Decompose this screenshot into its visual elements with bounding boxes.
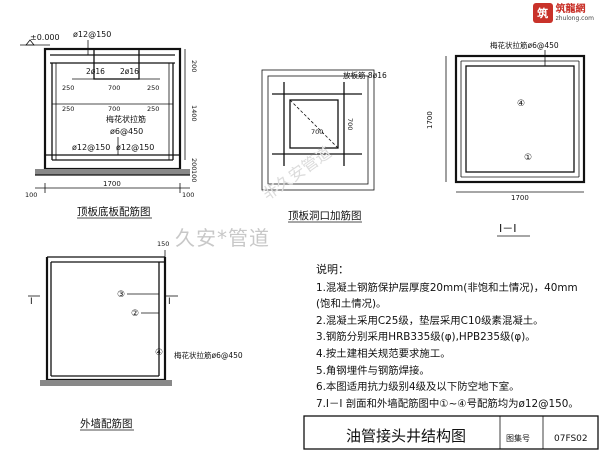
- bottom-rebar-right: ø12@150: [116, 143, 154, 152]
- title-top-bottom-slab: 顶板底板配筋图: [77, 205, 151, 218]
- dim-100-bottom: 100: [190, 170, 198, 182]
- dim-250-right: 250: [147, 84, 159, 92]
- watermark-main: 久安*管道: [175, 226, 270, 250]
- dim-250-bottom-right: 250: [147, 105, 159, 113]
- note-1: 1.混凝土钢筋保护层厚度20mm(非饱和土情况)，40mm: [316, 281, 578, 294]
- tie-label: 梅花状拉筋: [106, 114, 146, 124]
- note-4: 4.按土建相关规范要求施工。: [316, 347, 451, 360]
- wall-marker-right: I: [168, 297, 171, 307]
- title-slab-opening: 顶板洞口加筋图: [288, 209, 362, 222]
- section-I-I: 梅花状拉筋ø6@450 ④ ① 1700 1700 I－I: [426, 40, 586, 237]
- wall-circle-3: ③: [117, 290, 125, 300]
- note-1-cont: (饱和土情况)。: [316, 298, 387, 311]
- note-7: 7.I－I 剖面和外墙配筋图中①~④号配筋均为ø12@150。: [316, 397, 579, 410]
- wall-marker-left: I: [30, 297, 33, 307]
- bar-label-left: 2ø16: [86, 67, 105, 76]
- note-2: 2.混凝土采用C25级，垫层采用C10级素混凝土。: [316, 314, 544, 327]
- bar-label-right: 2ø16: [120, 67, 139, 76]
- title-block: 油管接头井结构图 图集号 07FS02: [303, 415, 599, 450]
- dim-200-right: 200: [190, 60, 198, 72]
- exterior-wall-plan: 150 I I ③ ② ④ 梅花状拉筋ø6@450 外墙配筋图: [28, 240, 243, 431]
- note-3: 3.钢筋分别采用HRB335级(φ),HPB235级(φ)。: [316, 331, 536, 344]
- section-dim-1700-h: 1700: [511, 194, 529, 202]
- dim-1400: 1400: [190, 105, 198, 122]
- title-section: I－I: [499, 222, 517, 235]
- wall-circle-2: ②: [131, 309, 139, 319]
- notes-block: 说明： 1.混凝土钢筋保护层厚度20mm(非饱和土情况)，40mm (饱和土情况…: [316, 262, 596, 412]
- elevation-label: ±0.000: [30, 33, 60, 42]
- dim-100-right: 100: [182, 191, 194, 199]
- opening-dim-h: 700: [311, 128, 323, 136]
- section-dim-1700-v: 1700: [426, 111, 434, 129]
- opening-dim-v: 700: [346, 118, 354, 130]
- wall-circle-4: ④: [155, 348, 163, 358]
- wall-dim-150: 150: [157, 240, 169, 248]
- dim-700-bottom: 700: [108, 105, 120, 113]
- title-exterior-wall: 外墙配筋图: [80, 417, 133, 430]
- slab-opening-plan: 放板筋 8ø16 700 700 顶板洞口加筋图: [261, 69, 387, 223]
- section-circle-4: ④: [517, 99, 525, 109]
- tie-spacing: ø6@450: [110, 127, 143, 136]
- logo-url: zhulong.com: [555, 14, 594, 22]
- top-bottom-slab-plan: ±0.000 ø12@150 2ø16 2ø16 250 700 250 200…: [20, 30, 198, 219]
- sheet-label: 图集号: [506, 433, 530, 443]
- top-rebar-label: ø12@150: [73, 30, 111, 39]
- dim-250-left: 250: [62, 84, 74, 92]
- dim-200-bottom: 200: [190, 158, 198, 170]
- opening-reinforcement: 放板筋 8ø16: [343, 70, 387, 80]
- bottom-rebar-left: ø12@150: [72, 143, 110, 152]
- logo-name: 筑龍網: [555, 3, 586, 15]
- dim-250-bottom-left: 250: [62, 105, 74, 113]
- section-circle-1: ①: [524, 153, 532, 163]
- wall-tie-label: 梅花状拉筋ø6@450: [174, 350, 243, 360]
- section-tie-label: 梅花状拉筋ø6@450: [490, 40, 559, 50]
- site-logo: 筑 筑龍網 zhulong.com: [532, 3, 594, 23]
- dim-1700: 1700: [103, 180, 121, 188]
- dim-100-left: 100: [25, 191, 37, 199]
- drawing-title: 油管接头井结构图: [346, 427, 466, 445]
- dim-700-top: 700: [108, 84, 120, 92]
- sheet-number: 07FS02: [554, 434, 588, 444]
- notes-heading: 说明：: [316, 263, 349, 276]
- logo-icon: 筑: [532, 3, 553, 23]
- note-5: 5.角钢埋件与钢筋焊接。: [316, 364, 430, 377]
- note-6: 6.本图适用抗力级别4级及以下防空地下室。: [316, 381, 520, 394]
